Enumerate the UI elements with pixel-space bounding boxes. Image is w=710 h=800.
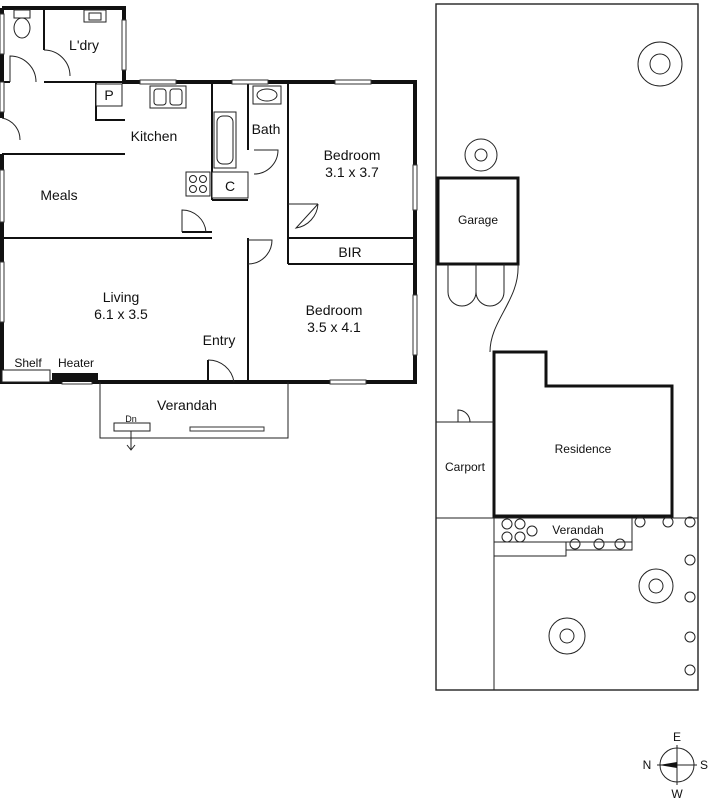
label-meals: Meals <box>40 187 77 203</box>
driveway <box>489 263 519 353</box>
label-living-size: 6.1 x 3.5 <box>94 306 148 322</box>
shelf <box>1 369 51 383</box>
label-bedroom2-size: 3.5 x 4.1 <box>307 319 361 335</box>
site-verandah <box>493 517 633 543</box>
label-heater: Heater <box>58 356 94 370</box>
site-plan: Garage Carport Residence Verandah <box>435 3 699 691</box>
heater <box>52 373 98 382</box>
garage <box>436 176 520 266</box>
label-bedroom1-size: 3.1 x 3.7 <box>325 164 379 180</box>
label-verandah: Verandah <box>157 397 217 413</box>
compass-east: E <box>673 730 681 744</box>
label-laundry: L'dry <box>69 37 99 53</box>
label-pantry: P <box>104 87 113 103</box>
fixtures <box>13 9 282 199</box>
compass-west: W <box>671 787 683 800</box>
label-down: Dn <box>125 414 137 424</box>
label-living: Living <box>103 289 140 305</box>
label-site-verandah: Verandah <box>552 523 603 537</box>
shrub-icons <box>501 516 696 676</box>
doors <box>1 49 319 383</box>
compass-south: S <box>700 758 708 772</box>
site-boundary <box>435 3 699 691</box>
bir-walls <box>287 237 415 265</box>
label-residence: Residence <box>555 442 612 456</box>
label-bedroom1: Bedroom <box>324 147 381 163</box>
label-carport: Carport <box>445 460 486 474</box>
label-bath: Bath <box>252 121 281 137</box>
label-cupboard: C <box>225 178 235 194</box>
bath-walls <box>247 82 289 382</box>
label-kitchen: Kitchen <box>131 128 178 144</box>
label-bedroom2: Bedroom <box>306 302 363 318</box>
house-floor-plan: L'dry P Kitchen Bath Bedroom 3.1 x 3.7 M… <box>0 6 418 451</box>
verandah-outline <box>99 382 289 439</box>
tree-icons <box>464 41 683 655</box>
compass-north: N <box>643 758 652 772</box>
label-garage: Garage <box>458 213 498 227</box>
kitchen-walls <box>2 82 248 233</box>
label-bir: BIR <box>338 244 361 260</box>
compass-icon: E N S W <box>643 730 708 800</box>
front-yard-line <box>436 517 698 690</box>
label-entry: Entry <box>203 332 236 348</box>
label-shelf: Shelf <box>14 356 42 370</box>
residence <box>492 350 674 518</box>
down-arrow-icon <box>126 431 136 451</box>
